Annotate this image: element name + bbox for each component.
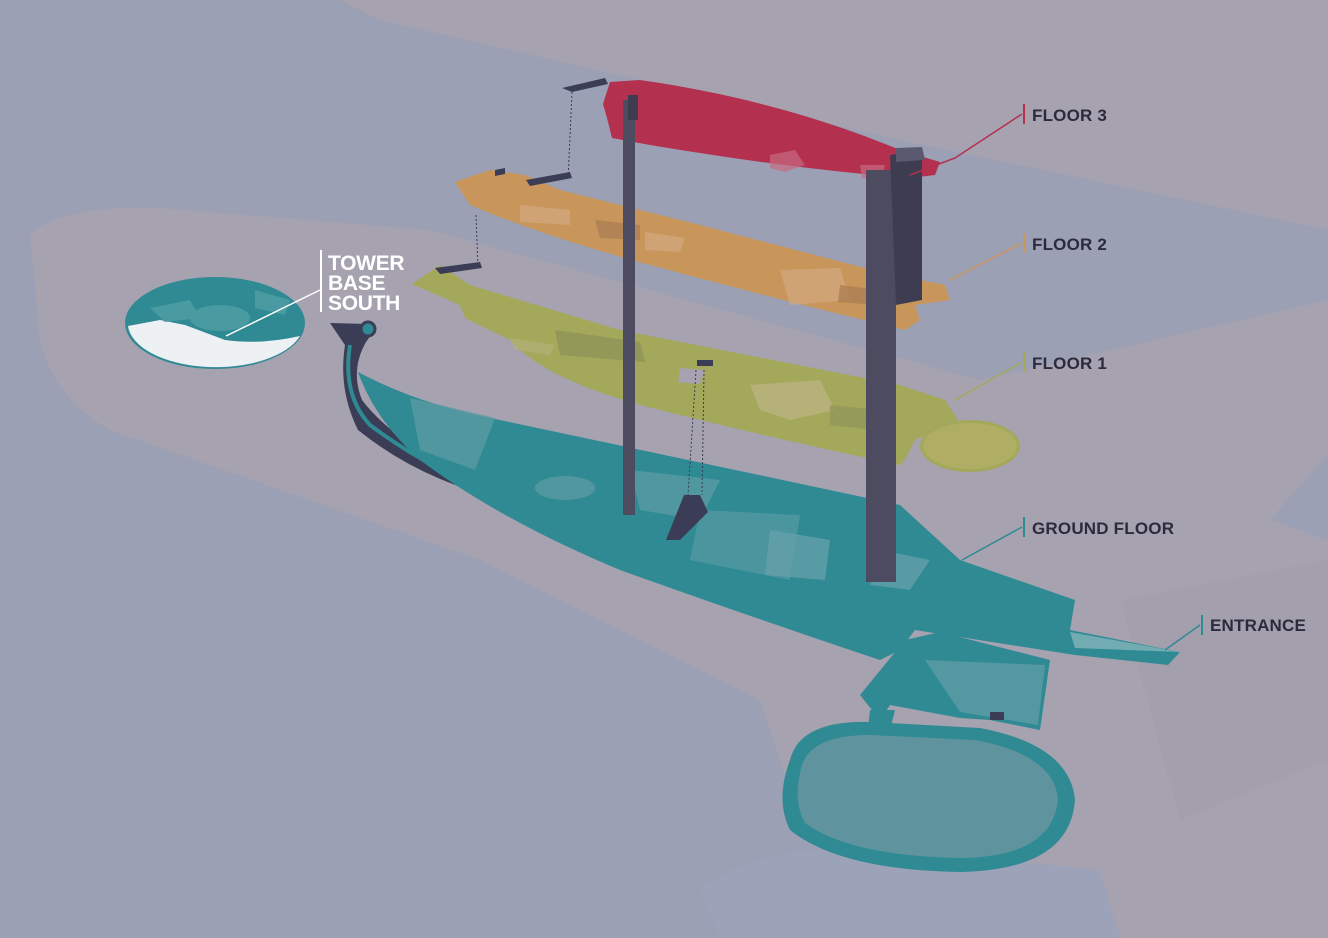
floor-3-slab [603, 80, 940, 178]
ground-zone [1070, 632, 1180, 652]
tower-base-south-plan[interactable] [125, 277, 305, 369]
pillar-left [623, 100, 635, 515]
floor-1-zone [555, 330, 645, 362]
label-tower-base-south-line-1: TOWER [328, 252, 404, 275]
label-tower-base-south-line-3: SOUTH [328, 292, 400, 315]
floor-2-zone [645, 232, 685, 252]
pillar-right [866, 170, 896, 582]
label-tower-base-south-line-2: BASE [328, 272, 385, 295]
floor-3-zone [770, 150, 805, 172]
floor-1-zone [750, 380, 835, 420]
ground-zone [765, 530, 830, 580]
floor-1-void [678, 368, 705, 384]
floor-1-slab [412, 265, 958, 465]
ground-zone [410, 398, 495, 470]
oval-room-interior [797, 735, 1058, 858]
building-block-north [340, 0, 1328, 230]
label-entrance: ENTRANCE [1210, 616, 1306, 635]
label-floor-1: FLOOR 1 [1032, 354, 1107, 373]
entrance-zone [925, 660, 1045, 725]
floor-2-plan[interactable] [455, 170, 950, 330]
floor-2-zone [780, 268, 850, 305]
label-ground-floor: GROUND FLOOR [1032, 519, 1174, 538]
leader-lines [225, 104, 1203, 651]
ground-floor-plan[interactable] [330, 320, 1180, 872]
floor-2-zone [520, 205, 570, 225]
walkway [330, 323, 505, 500]
label-floor-2: FLOOR 2 [1032, 235, 1107, 254]
ground-zone [535, 476, 595, 500]
floor-1-zone [510, 338, 555, 355]
structure [435, 78, 925, 582]
road-strip [1120, 560, 1328, 820]
building-block-east [1270, 455, 1328, 540]
escalator[interactable] [666, 495, 708, 540]
label-floor-3: FLOOR 3 [1032, 106, 1107, 125]
lower-pad [700, 848, 1120, 938]
